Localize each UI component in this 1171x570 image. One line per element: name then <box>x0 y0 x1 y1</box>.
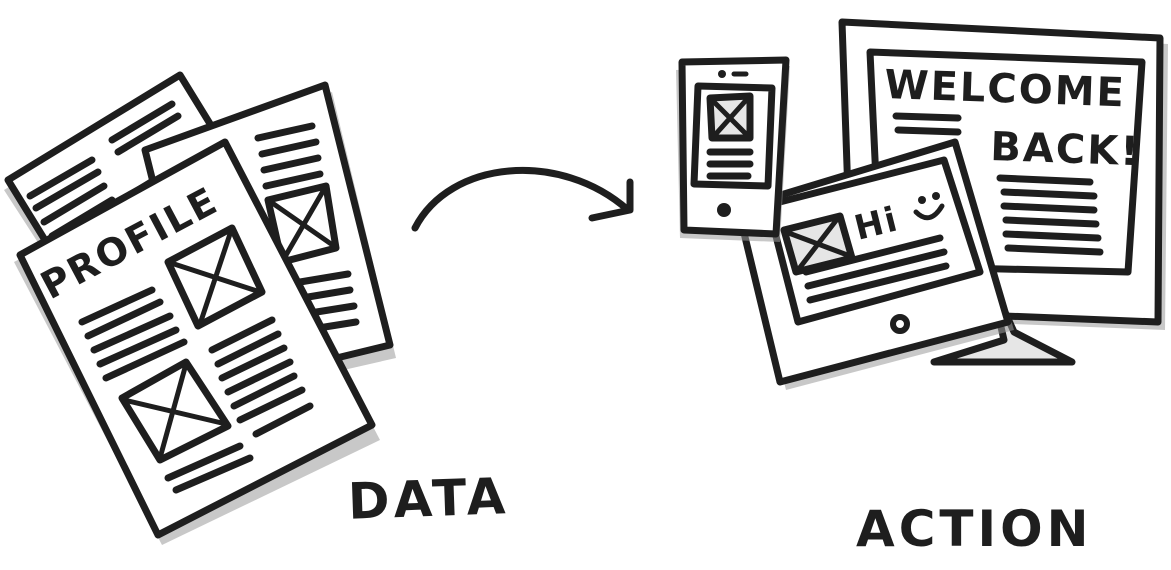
documents-stack: PROFILE <box>4 71 396 545</box>
desktop-monitor: WELCOME BACK! <box>838 18 1168 366</box>
tablet-home-button <box>890 314 910 334</box>
monitor-back-text: BACK! <box>990 124 1142 175</box>
back-document <box>4 71 226 255</box>
phone <box>676 56 790 242</box>
profile-document: PROFILE <box>14 138 380 545</box>
devices-group: WELCOME BACK! Hi <box>676 18 1168 390</box>
data-caption: DATA <box>347 467 511 531</box>
phone-home-button <box>717 203 731 217</box>
tablet: Hi <box>734 138 1014 390</box>
smile-icon <box>913 192 945 221</box>
monitor-welcome-text: WELCOME <box>884 62 1127 116</box>
arrow-icon <box>411 167 634 232</box>
action-caption: ACTION <box>856 500 1093 558</box>
